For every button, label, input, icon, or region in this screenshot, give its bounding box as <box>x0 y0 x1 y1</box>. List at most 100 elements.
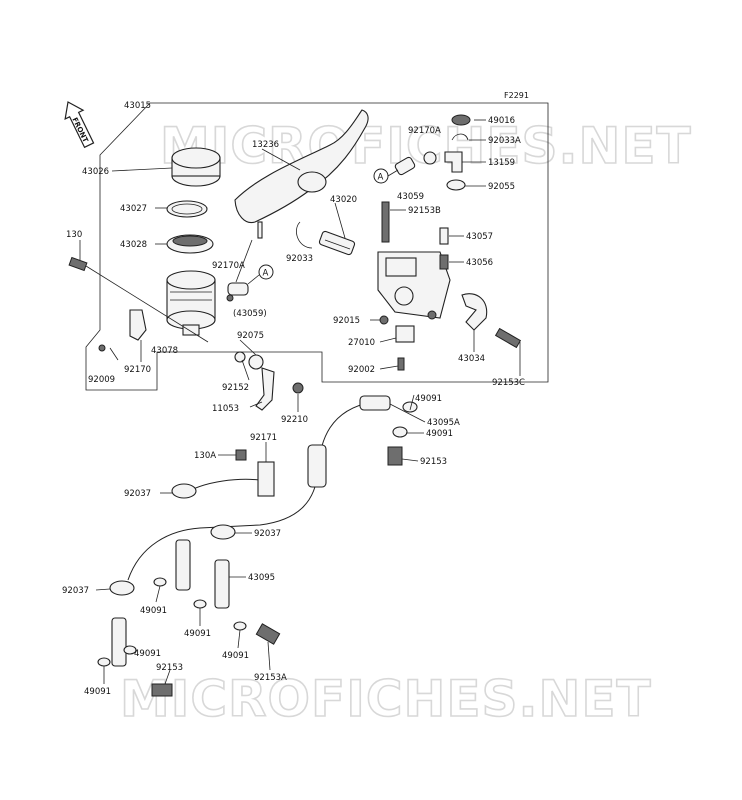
hose-end-lower <box>111 617 127 667</box>
washer-49091-c <box>153 577 167 587</box>
label-43095: 43095 <box>248 573 275 583</box>
label-49091-c: 49091 <box>140 606 167 616</box>
clip-92033A <box>451 133 469 141</box>
brake-hose-main <box>127 401 373 581</box>
washer-49091-b <box>392 426 408 438</box>
label-92171: 92171 <box>250 433 277 443</box>
clamp-92037-a <box>171 483 197 499</box>
svg-text:A: A <box>263 269 269 279</box>
label-92002: 92002 <box>348 365 375 375</box>
bolt-92153C <box>494 327 522 349</box>
label-92075: 92075 <box>237 331 264 341</box>
banjo-43095A <box>359 395 391 411</box>
label-92170A-right: 92170A <box>408 126 441 136</box>
part-labels: 43015 43026 43027 43028 130 13236 43020 … <box>62 101 525 697</box>
label-43028: 43028 <box>120 240 147 250</box>
label-49091-f: 49091 <box>134 649 161 659</box>
label-49091-b: 49091 <box>426 429 453 439</box>
label-49091-a: 49091 <box>415 394 442 404</box>
callout-a-left: A <box>247 264 274 285</box>
label-43059-left: (43059) <box>233 309 267 319</box>
washer-49091-d <box>193 599 207 609</box>
clamp-92037-b <box>210 524 236 540</box>
cap-49016 <box>451 114 471 126</box>
reservoir-diaphragm-plate <box>166 200 208 218</box>
washer-92152 <box>234 351 246 363</box>
lever-pivot <box>297 171 327 193</box>
label-92037-c: 92037 <box>62 586 89 596</box>
clamp-92170A-right <box>423 151 437 165</box>
clamp-92037-c <box>109 580 135 596</box>
label-49091-g: 49091 <box>84 687 111 697</box>
hose-end-left <box>175 539 191 591</box>
bolt-92153-left <box>151 683 173 697</box>
brake-lever <box>234 109 369 224</box>
reservoir-tank <box>166 270 216 336</box>
label-92033: 92033 <box>286 254 313 264</box>
label-130: 130 <box>66 230 82 240</box>
label-92055: 92055 <box>488 182 515 192</box>
label-43059-right: 43059 <box>397 192 424 202</box>
label-43020: 43020 <box>330 195 357 205</box>
label-49091-d: 49091 <box>184 629 211 639</box>
label-92152: 92152 <box>222 383 249 393</box>
nut-92210 <box>292 382 304 394</box>
label-49091-e: 49091 <box>222 651 249 661</box>
label-92153C: 92153C <box>492 378 525 388</box>
label-43027: 43027 <box>120 204 147 214</box>
reservoir-diaphragm <box>166 234 214 254</box>
figure-code: F2291 <box>504 91 529 100</box>
bleeder-43057 <box>439 227 449 245</box>
label-92015: 92015 <box>333 316 360 326</box>
hose-fitting-43059-left <box>226 282 249 302</box>
washer-49091-g <box>97 657 111 667</box>
label-92037-a: 92037 <box>124 489 151 499</box>
label-92033A: 92033A <box>488 136 521 146</box>
screw-92002 <box>397 357 405 371</box>
label-43026: 43026 <box>82 167 109 177</box>
label-43056: 43056 <box>466 258 493 268</box>
label-43078: 43078 <box>151 346 178 356</box>
clamp-43034 <box>461 293 488 331</box>
master-cylinder-body <box>377 251 451 320</box>
banjo-43095 <box>214 559 230 609</box>
label-43057: 43057 <box>466 232 493 242</box>
label-11053: 11053 <box>212 404 239 414</box>
clamp-92171 <box>257 461 275 497</box>
watermark-bottom: MICROFICHES.NET <box>120 670 652 728</box>
label-92153B: 92153B <box>408 206 441 216</box>
callout-a-right: A <box>373 168 399 184</box>
piston-kit-43020 <box>318 230 356 256</box>
front-arrow-icon: FRONT <box>64 101 95 149</box>
washer-49091-e <box>233 621 247 631</box>
label-92153-right: 92153 <box>420 457 447 467</box>
assembly-boundary <box>85 102 549 391</box>
label-92170: 92170 <box>124 365 151 375</box>
label-92037-b: 92037 <box>254 529 281 539</box>
washer-49091-a <box>402 401 418 413</box>
svg-text:A: A <box>378 173 384 183</box>
bolt-92153B <box>381 201 390 243</box>
circlip-92033 <box>296 221 313 249</box>
bolt-92153-right <box>387 446 403 466</box>
oring-92055 <box>446 179 466 191</box>
bleeder-43056 <box>439 254 449 270</box>
label-130A: 130A <box>194 451 216 461</box>
label-92210: 92210 <box>281 415 308 425</box>
leader-lines <box>79 119 521 685</box>
label-49016: 49016 <box>488 116 515 126</box>
label-43015: 43015 <box>124 101 151 111</box>
label-13159: 13159 <box>488 158 515 168</box>
switch-27010 <box>395 325 415 343</box>
screw-92009 <box>98 344 106 352</box>
bolt-130A <box>235 449 247 461</box>
bracket-11053 <box>255 367 275 411</box>
bolt-92153A <box>255 623 281 645</box>
label-27010: 27010 <box>348 338 375 348</box>
nut-92015 <box>379 315 389 325</box>
lever-pin <box>257 221 263 239</box>
grommet-92075 <box>248 354 264 370</box>
bolt-130 <box>68 256 88 272</box>
label-92153A: 92153A <box>254 673 287 683</box>
